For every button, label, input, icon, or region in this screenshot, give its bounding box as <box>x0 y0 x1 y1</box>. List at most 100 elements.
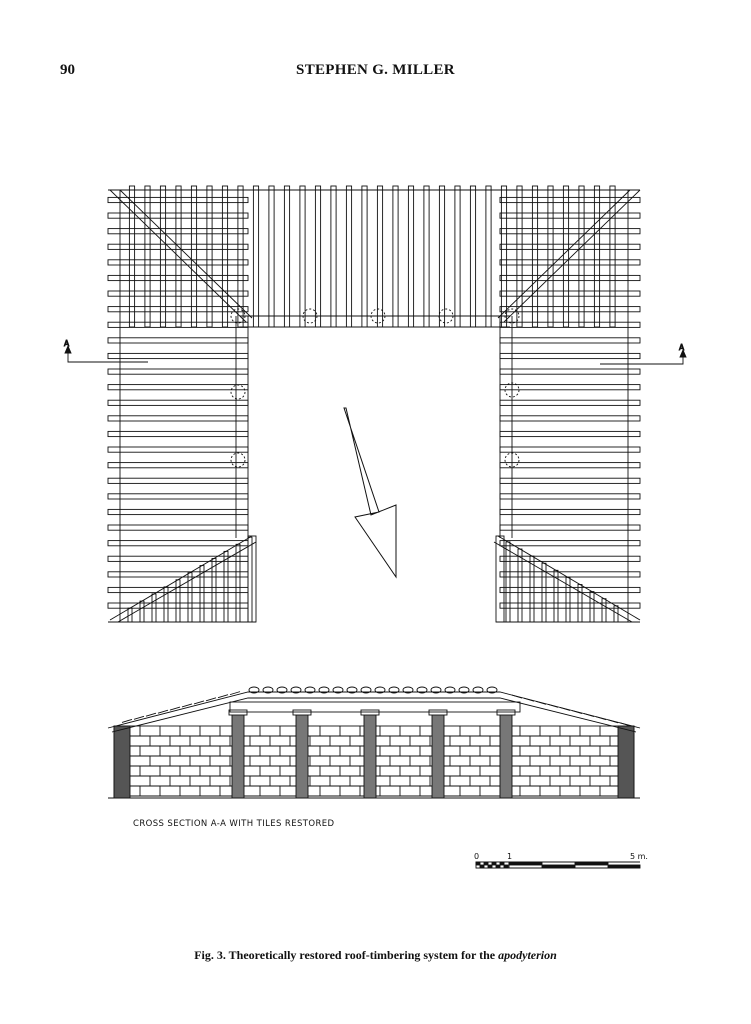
pan-tile <box>169 706 181 711</box>
rafter <box>499 399 641 406</box>
column-position <box>504 382 520 398</box>
running-head: STEPHEN G. MILLER <box>296 62 455 78</box>
end-pier <box>617 725 635 799</box>
column <box>231 713 245 799</box>
rafter <box>499 228 641 235</box>
hip-beam <box>497 189 631 319</box>
rafter <box>107 196 249 204</box>
rafter <box>144 185 151 328</box>
rafter <box>107 524 249 531</box>
pan-tile <box>193 700 205 705</box>
rafter <box>547 185 554 328</box>
rafter <box>361 185 368 328</box>
pan-tile <box>547 703 559 708</box>
column-position <box>370 308 386 324</box>
cover-tile <box>416 686 428 694</box>
section-marker-right: A <box>600 343 687 365</box>
scale-segment <box>541 864 576 869</box>
rafter <box>423 185 430 328</box>
rafter <box>107 477 249 484</box>
rafter <box>499 212 641 219</box>
jack-rafter <box>529 555 535 623</box>
rafter <box>499 259 641 266</box>
cover-tile <box>388 686 400 694</box>
rafter <box>107 352 249 360</box>
rafter <box>499 196 641 204</box>
rafter <box>159 185 167 328</box>
jack-rafter <box>223 550 229 623</box>
rafter <box>499 462 641 469</box>
scale-tick-fill <box>475 861 481 866</box>
rafter <box>107 274 249 282</box>
scale-label-zero: 0 <box>474 852 479 861</box>
cover-tile <box>374 686 386 694</box>
column-position <box>504 452 520 468</box>
architrave <box>229 701 521 713</box>
jack-rafter <box>247 536 253 623</box>
scale-segment <box>574 861 609 866</box>
scale-segment <box>508 861 543 866</box>
rafter <box>107 540 249 547</box>
rafter <box>438 185 446 328</box>
section-marker-right-label: A <box>679 343 685 352</box>
rafter <box>107 384 249 391</box>
pan-tile <box>559 706 571 711</box>
rafter <box>531 185 539 328</box>
cover-tile <box>318 686 330 694</box>
section-marker-left-label: A <box>64 339 70 348</box>
cover-tile <box>248 686 260 694</box>
rafter <box>376 185 384 328</box>
column-position <box>230 384 246 400</box>
hip-beam <box>493 541 633 623</box>
cover-tile <box>444 686 456 694</box>
rafter <box>107 415 249 422</box>
pan-tile <box>121 718 133 723</box>
rafter <box>221 185 229 328</box>
rafter <box>499 274 641 282</box>
scale-tick-fill <box>499 861 505 866</box>
rafter <box>107 399 249 406</box>
cover-tile <box>402 686 414 694</box>
rafter <box>454 185 461 328</box>
rafter <box>107 430 249 438</box>
rafter <box>516 185 523 328</box>
hip-beam <box>109 189 247 323</box>
rafter <box>268 185 275 328</box>
rafter <box>499 555 641 562</box>
rafter <box>107 259 249 266</box>
rafter <box>392 185 399 328</box>
hip-beam <box>117 541 257 623</box>
pan-tile <box>133 715 145 720</box>
roof-plan-drawing <box>107 185 641 623</box>
scale-segment <box>607 864 641 869</box>
rafter <box>485 185 492 328</box>
pan-tile <box>607 719 619 724</box>
rafter <box>499 306 641 313</box>
rafter <box>499 508 641 516</box>
pan-tile <box>595 716 607 721</box>
pan-tile <box>535 700 547 705</box>
column <box>295 713 309 799</box>
column-capital <box>496 709 516 716</box>
rafter <box>299 185 306 328</box>
rafter <box>407 185 415 328</box>
end-pier <box>113 725 131 799</box>
rafter <box>499 524 641 531</box>
pan-tile <box>229 691 241 696</box>
figure-caption-text: Fig. 3. Theoretically restored roof-timb… <box>194 948 499 962</box>
rafter <box>499 290 641 297</box>
hip-beam <box>503 189 641 323</box>
column-position <box>230 308 246 324</box>
cover-tile <box>332 686 344 694</box>
scale-label-one: 1 <box>507 852 512 861</box>
rafter <box>578 185 585 328</box>
rafter <box>562 185 570 328</box>
rafter <box>190 185 198 328</box>
page-number: 90 <box>60 62 75 78</box>
cover-tile <box>262 686 274 694</box>
scale-tick-fill <box>491 861 497 866</box>
column-position <box>302 308 318 324</box>
cross-section-caption: CROSS SECTION A-A WITH TILES RESTORED <box>133 819 335 829</box>
column-capital <box>428 709 448 716</box>
jack-rafter <box>517 548 523 623</box>
